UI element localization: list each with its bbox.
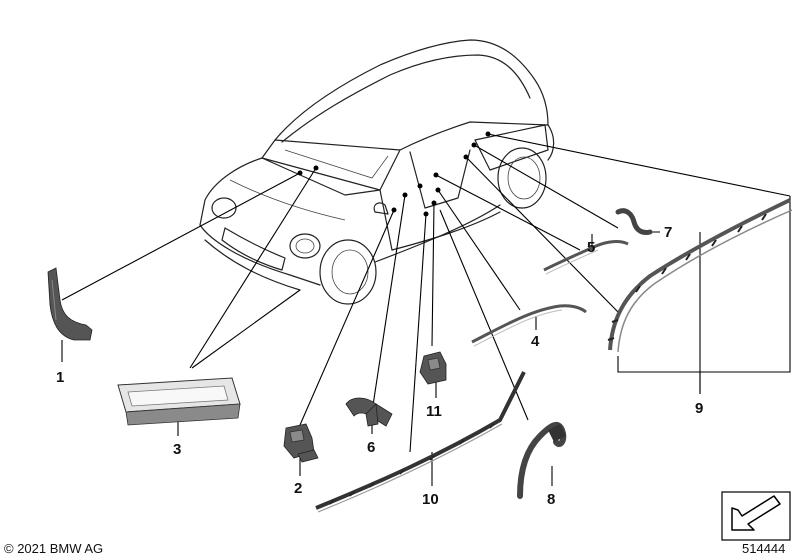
part-9-side-strip xyxy=(607,198,793,353)
car-outline xyxy=(199,39,555,305)
callout-3: 3 xyxy=(173,441,181,458)
part-10-sill-strip xyxy=(315,371,526,513)
callout-2: 2 xyxy=(294,480,302,497)
part-2-connector xyxy=(283,423,319,463)
copyright-text: © 2021 BMW AG xyxy=(4,541,103,556)
callout-7: 7 xyxy=(664,224,672,241)
callout-labels: 1 2 3 4 5 6 7 8 9 10 11 xyxy=(56,224,703,508)
callout-4: 4 xyxy=(531,333,540,350)
part-11-connector xyxy=(419,351,447,385)
part-5-strip xyxy=(543,240,629,275)
view-direction-icon xyxy=(721,491,791,541)
callout-11: 11 xyxy=(426,403,442,420)
part-8-hose xyxy=(517,421,567,499)
part-1-hose xyxy=(47,267,93,341)
diagram-number: 514444 xyxy=(742,541,785,556)
part-6-hose-fitting xyxy=(345,397,393,427)
part-7-hose xyxy=(615,208,653,235)
callout-10: 10 xyxy=(422,491,439,508)
callout-1: 1 xyxy=(56,369,64,386)
callout-5: 5 xyxy=(587,239,595,256)
leader-lines xyxy=(61,133,791,486)
callout-6: 6 xyxy=(367,439,375,456)
callout-8: 8 xyxy=(547,491,555,508)
part-3-light-module xyxy=(117,377,241,426)
part-4-strip xyxy=(471,304,587,347)
callout-9: 9 xyxy=(695,400,703,417)
